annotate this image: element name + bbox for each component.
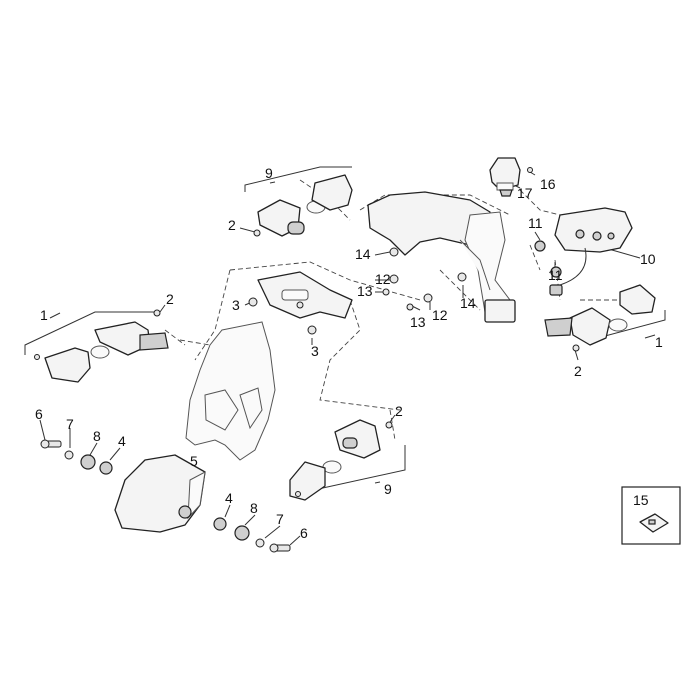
indicator-front-right-lower	[289, 419, 381, 501]
callout-10: 10	[640, 251, 656, 267]
hardware-small	[153, 167, 580, 429]
callout-17: 17	[517, 185, 533, 201]
indicator-rear-right	[544, 284, 656, 346]
callout-12-lower: 12	[432, 307, 448, 323]
plate-light	[489, 157, 521, 197]
headlight-bracket	[257, 271, 353, 319]
leader-lines	[24, 166, 666, 546]
callout-2-left: 2	[166, 291, 174, 307]
callout-11-upper: 11	[528, 215, 543, 231]
hardware-lower-row	[213, 517, 291, 553]
callout-7-lower: 7	[276, 511, 284, 527]
indicator-left	[34, 321, 169, 383]
callout-9-lower: 9	[384, 481, 392, 497]
callout-13-lower: 13	[410, 314, 426, 330]
callout-2-upper-left: 2	[228, 217, 236, 233]
callout-8-lower: 8	[250, 500, 258, 516]
callout-1-right: 1	[655, 334, 663, 350]
headlight-fairing	[185, 321, 276, 461]
hardware-left-row	[40, 439, 113, 475]
callout-1-left: 1	[40, 307, 48, 323]
callout-14-upper: 14	[355, 246, 371, 262]
rear-mudguard	[367, 191, 516, 323]
callout-15: 15	[633, 492, 649, 508]
callout-3-lower: 3	[311, 343, 319, 359]
callout-12-upper: 12	[375, 271, 391, 287]
callout-6-left: 6	[35, 406, 43, 422]
callout-2-centre: 2	[395, 403, 403, 419]
callout-8-left: 8	[93, 428, 101, 444]
headlight-lens	[114, 454, 206, 533]
callout-4-left: 4	[118, 433, 126, 449]
callout-9-upper: 9	[265, 165, 273, 181]
tail-light	[549, 207, 633, 296]
callout-14-lower: 14	[460, 295, 476, 311]
callout-7-left: 7	[66, 416, 74, 432]
indicator-front-left-upper	[257, 174, 353, 237]
callout-3-upper: 3	[232, 297, 240, 313]
inset-box-item-15	[621, 486, 681, 545]
callout-6-lower: 6	[300, 525, 308, 541]
callout-13-upper: 13	[357, 283, 373, 299]
callout-4-lower: 4	[225, 490, 233, 506]
callout-16: 16	[540, 176, 556, 192]
callout-5: 5	[190, 453, 198, 469]
callout-2-right: 2	[574, 363, 582, 379]
callout-labels: 1 1 2 2 2 2 3 3 4 4 5 6 6 7 7 8 8 9 9 10…	[35, 165, 663, 541]
callout-11-lower: 11	[548, 267, 563, 283]
